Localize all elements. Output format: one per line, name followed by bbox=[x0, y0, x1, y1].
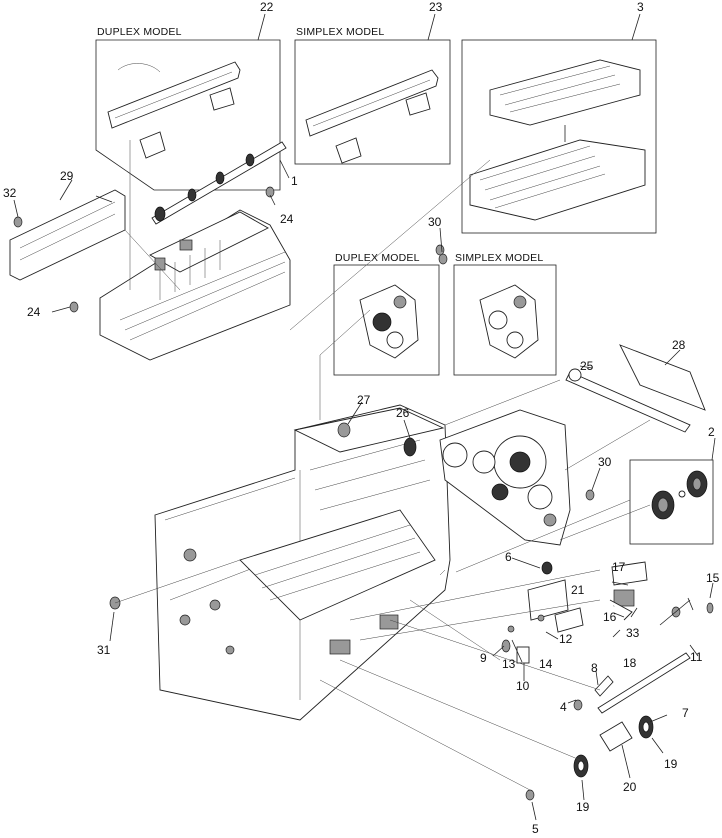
small-parts bbox=[13, 186, 714, 801]
callout-7: 7 bbox=[682, 706, 689, 720]
callout-24b: 24 bbox=[27, 305, 41, 319]
callout-8: 8 bbox=[591, 661, 598, 675]
duplex-top-label: DUPLEX MODEL bbox=[97, 26, 182, 38]
simplex-top-label: SIMPLEX MODEL bbox=[296, 26, 384, 38]
callout-31: 31 bbox=[97, 643, 111, 657]
duplex-top-box: DUPLEX MODEL bbox=[95, 26, 281, 191]
gear-box-2 bbox=[629, 459, 714, 545]
callout-27: 27 bbox=[357, 393, 371, 407]
callout-18: 18 bbox=[623, 656, 637, 670]
connection-lines bbox=[114, 140, 651, 791]
callout-10: 10 bbox=[516, 679, 530, 693]
callout-9: 9 bbox=[480, 651, 487, 665]
callout-30a: 30 bbox=[428, 215, 442, 229]
callout-23: 23 bbox=[429, 0, 443, 14]
callout-32: 32 bbox=[3, 186, 17, 200]
side-bar-25-28 bbox=[565, 344, 706, 433]
simplex-mid-label: SIMPLEX MODEL bbox=[455, 252, 543, 264]
callout-28: 28 bbox=[672, 338, 686, 352]
callout-30b: 30 bbox=[598, 455, 612, 469]
callout-5: 5 bbox=[532, 822, 539, 836]
callout-11: 11 bbox=[690, 650, 703, 664]
callout-2: 2 bbox=[708, 425, 715, 439]
callout-33: 33 bbox=[626, 626, 640, 640]
callout-22: 22 bbox=[260, 0, 274, 14]
callouts: 22 23 3 1 24 29 32 24 30 25 28 2 27 26 3… bbox=[3, 0, 720, 836]
callout-21: 21 bbox=[571, 583, 585, 597]
callout-13: 13 bbox=[502, 657, 516, 671]
callout-25: 25 bbox=[580, 359, 594, 373]
callout-24a: 24 bbox=[280, 212, 294, 226]
callout-1: 1 bbox=[291, 174, 298, 188]
main-chassis bbox=[154, 404, 451, 721]
simplex-mid-box: SIMPLEX MODEL bbox=[453, 252, 557, 376]
rear-guide-box bbox=[461, 39, 657, 234]
callout-29: 29 bbox=[60, 169, 74, 183]
callout-26: 26 bbox=[396, 406, 410, 420]
leader-lines bbox=[13, 13, 716, 821]
callout-4: 4 bbox=[560, 700, 567, 714]
callout-12: 12 bbox=[559, 632, 573, 646]
callout-3: 3 bbox=[637, 0, 644, 14]
callout-6: 6 bbox=[505, 550, 512, 564]
pressure-roller bbox=[151, 141, 287, 225]
callout-14: 14 bbox=[539, 657, 553, 671]
duplex-mid-box: DUPLEX MODEL bbox=[333, 252, 440, 376]
callout-19b: 19 bbox=[576, 800, 590, 814]
callout-20: 20 bbox=[623, 780, 637, 794]
simplex-top-box: SIMPLEX MODEL bbox=[294, 26, 451, 165]
callout-15: 15 bbox=[706, 571, 720, 585]
callout-17: 17 bbox=[612, 560, 626, 574]
drive-gear-assembly bbox=[439, 409, 571, 546]
left-guide-29 bbox=[9, 189, 126, 281]
duplex-mid-label: DUPLEX MODEL bbox=[335, 252, 420, 264]
fuser-assembly bbox=[99, 209, 291, 361]
callout-19a: 19 bbox=[664, 757, 678, 771]
callout-16: 16 bbox=[603, 610, 617, 624]
